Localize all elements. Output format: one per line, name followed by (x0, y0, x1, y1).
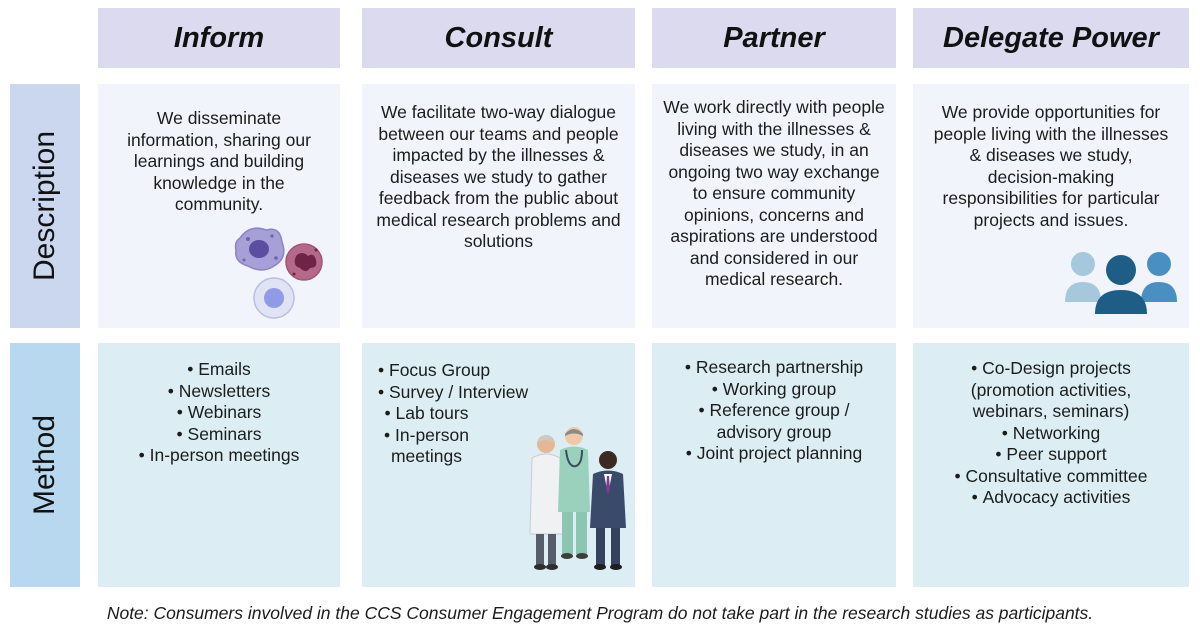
method-item: Networking (941, 423, 1161, 445)
method-item: Peer support (941, 444, 1161, 466)
method-item: Focus Group (378, 360, 490, 382)
method-item: Research partnership (672, 357, 876, 379)
method-item: In-person meetings (102, 445, 336, 467)
method-item: Consultative committee (941, 466, 1161, 488)
row-label-description: Description (10, 84, 80, 328)
row-label-method-text: Method (28, 414, 62, 516)
description-text-inform: We disseminate information, sharing our … (127, 108, 311, 214)
method-cell-partner: Research partnership Working group Refer… (652, 343, 896, 587)
people-group-icon (1065, 252, 1177, 314)
method-item: Advocacy activities (941, 487, 1161, 509)
method-cell-consult: Focus Group Survey / Interview Lab tours… (362, 343, 635, 587)
description-cell-delegate-power: We provide opportunities for people livi… (913, 84, 1189, 328)
header-delegate-power: Delegate Power (913, 8, 1189, 68)
researchers-group-icon (529, 427, 626, 570)
description-cell-partner: We work directly with people living with… (652, 84, 896, 328)
header-consult: Consult (362, 8, 635, 68)
method-item: Survey / Interview (378, 382, 528, 404)
method-item: Webinars (102, 402, 336, 424)
method-cell-delegate-power: Co-Design projects (promotion activities… (913, 343, 1189, 587)
description-text-delegate-power: We provide opportunities for people livi… (933, 102, 1169, 230)
method-item: Newsletters (102, 381, 336, 403)
description-text-partner: We work directly with people living with… (663, 97, 885, 289)
blood-cells-icon (234, 227, 323, 319)
header-inform: Inform (98, 8, 340, 68)
method-item: Reference group / advisory group (672, 400, 876, 443)
description-text-consult: We facilitate two-way dialogue between o… (376, 102, 621, 251)
method-item: Joint project planning (672, 443, 876, 465)
row-label-method: Method (10, 343, 80, 587)
description-cell-consult: We facilitate two-way dialogue between o… (362, 84, 635, 328)
method-item: Seminars (102, 424, 336, 446)
method-item: In-person meetings (378, 425, 475, 468)
method-item: Working group (672, 379, 876, 401)
method-cell-inform: Emails Newsletters Webinars Seminars In-… (98, 343, 340, 587)
description-cell-inform: We disseminate information, sharing our … (98, 84, 340, 328)
method-item: Co-Design projects (promotion activities… (941, 358, 1161, 423)
header-partner: Partner (652, 8, 896, 68)
row-label-description-text: Description (28, 130, 61, 282)
method-item: Emails (102, 359, 336, 381)
method-item: Lab tours (378, 403, 475, 425)
footnote: Note: Consumers involved in the CCS Cons… (106, 603, 1094, 623)
